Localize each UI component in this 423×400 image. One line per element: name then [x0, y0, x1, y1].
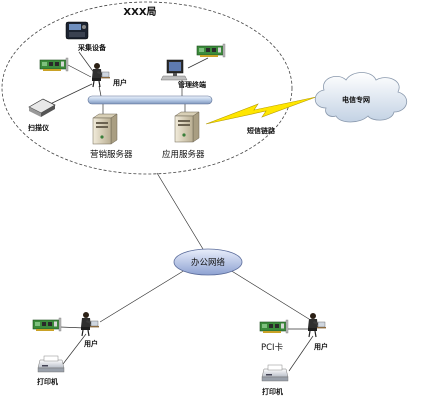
manager-terminal — [160, 59, 188, 81]
pci-card-bottom-right — [259, 319, 289, 334]
printer-bottom-left-label: 打印机 — [37, 377, 58, 386]
link-user-bus — [98, 85, 102, 97]
telecom-cloud — [314, 72, 407, 123]
office-network-label: 办公网络 — [191, 257, 226, 268]
link-user-scanner — [45, 83, 93, 107]
scanner-label: 扫描仪 — [28, 123, 50, 132]
printer-bottom-right — [261, 364, 289, 382]
link-card-user — [67, 64, 92, 78]
link-office-right — [229, 269, 318, 325]
link-card-manager — [187, 57, 209, 69]
telecom-network-label: 电信专网 — [342, 95, 370, 104]
pci-card-top-right — [196, 43, 226, 58]
user-top-label: 用户 — [113, 78, 127, 87]
server-left — [92, 113, 118, 145]
bureau-boundary — [1, 1, 293, 175]
printer-bottom-right-label: 打印机 — [262, 387, 283, 396]
printer-bottom-left — [37, 355, 65, 373]
sms-link-label: 短信链路 — [247, 126, 276, 135]
server-right-label: 应用服务器 — [162, 149, 205, 160]
user-bottom-right — [307, 312, 327, 338]
sms-link-lightning — [205, 96, 317, 125]
pci-card-label: PCI卡 — [261, 342, 284, 353]
server-right — [174, 111, 200, 143]
server-left-label: 营销服务器 — [90, 149, 133, 160]
fingerprint-device-label: 采集设备 — [77, 43, 107, 52]
fingerprint-device — [65, 21, 89, 40]
office-network — [173, 248, 243, 276]
link-left-user-printer — [62, 333, 87, 365]
user-bottom-right-label: 用户 — [314, 342, 328, 351]
link-right-user-printer — [288, 335, 314, 372]
bureau-title: XXX局 — [123, 6, 156, 18]
manager-terminal-label: 管理终端 — [178, 80, 206, 89]
user-bottom-left-label: 用户 — [84, 339, 98, 348]
pci-card-bottom-left — [32, 317, 62, 332]
pci-card-top-left — [39, 57, 69, 72]
scanner — [28, 98, 56, 117]
link-fingerprint-user — [78, 51, 96, 75]
user-bottom-left — [80, 311, 100, 337]
link-office-left — [99, 269, 186, 323]
user-top — [91, 62, 111, 88]
link-left-card-user — [59, 326, 86, 329]
link-bureau-office — [156, 172, 207, 255]
lan-bus — [87, 95, 213, 105]
